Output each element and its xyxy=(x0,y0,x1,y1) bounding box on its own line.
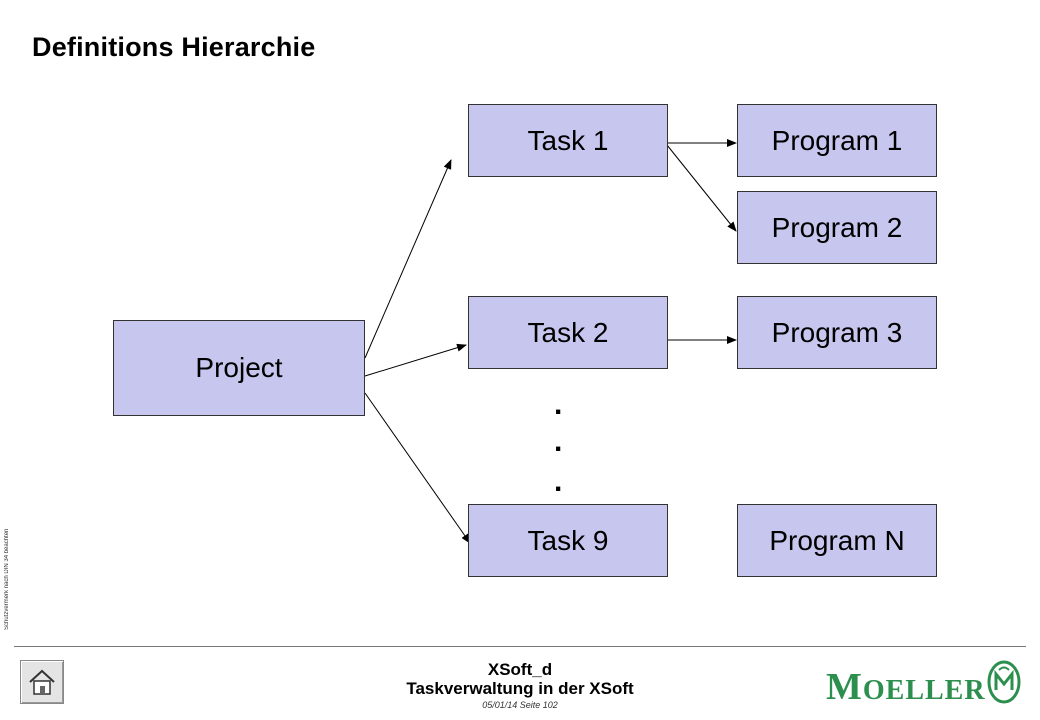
logo-rest: OELLER xyxy=(862,675,986,706)
ellipsis-dot: . xyxy=(554,388,563,421)
ellipsis-dot: . xyxy=(554,425,563,458)
moeller-logo: MOELLER xyxy=(826,665,986,709)
copyright-note: Schutzvermerk nach DIN 34 beachten xyxy=(4,528,10,630)
home-icon xyxy=(29,669,55,695)
footer-date-page: 05/01/14 Seite 102 xyxy=(482,700,558,710)
project-node: Project xyxy=(113,320,365,416)
logo-initial: M xyxy=(826,666,863,708)
footer-divider xyxy=(14,646,1026,647)
ellipsis-dot: . xyxy=(554,465,563,498)
program1-node: Program 1 xyxy=(737,104,937,177)
task9-node: Task 9 xyxy=(468,504,668,577)
footer: XSoft_d Taskverwaltung in der XSoft 05/0… xyxy=(320,660,720,712)
page-title: Definitions Hierarchie xyxy=(32,32,316,62)
moeller-emblem-icon xyxy=(987,660,1021,704)
programN-node: Program N xyxy=(737,504,937,577)
footer-product: XSoft_d xyxy=(487,660,553,679)
task2-node: Task 2 xyxy=(468,296,668,369)
task1-node: Task 1 xyxy=(468,104,668,177)
arrow-project-task2 xyxy=(364,343,467,377)
arrow-project-task9 xyxy=(364,392,471,544)
footer-topic: Taskverwaltung in der XSoft xyxy=(406,679,634,698)
arrow-project-task1 xyxy=(364,159,452,359)
program3-node: Program 3 xyxy=(737,296,937,369)
program2-node: Program 2 xyxy=(737,191,937,264)
home-button[interactable] xyxy=(20,660,64,704)
arrow-task1-program2 xyxy=(666,144,737,232)
